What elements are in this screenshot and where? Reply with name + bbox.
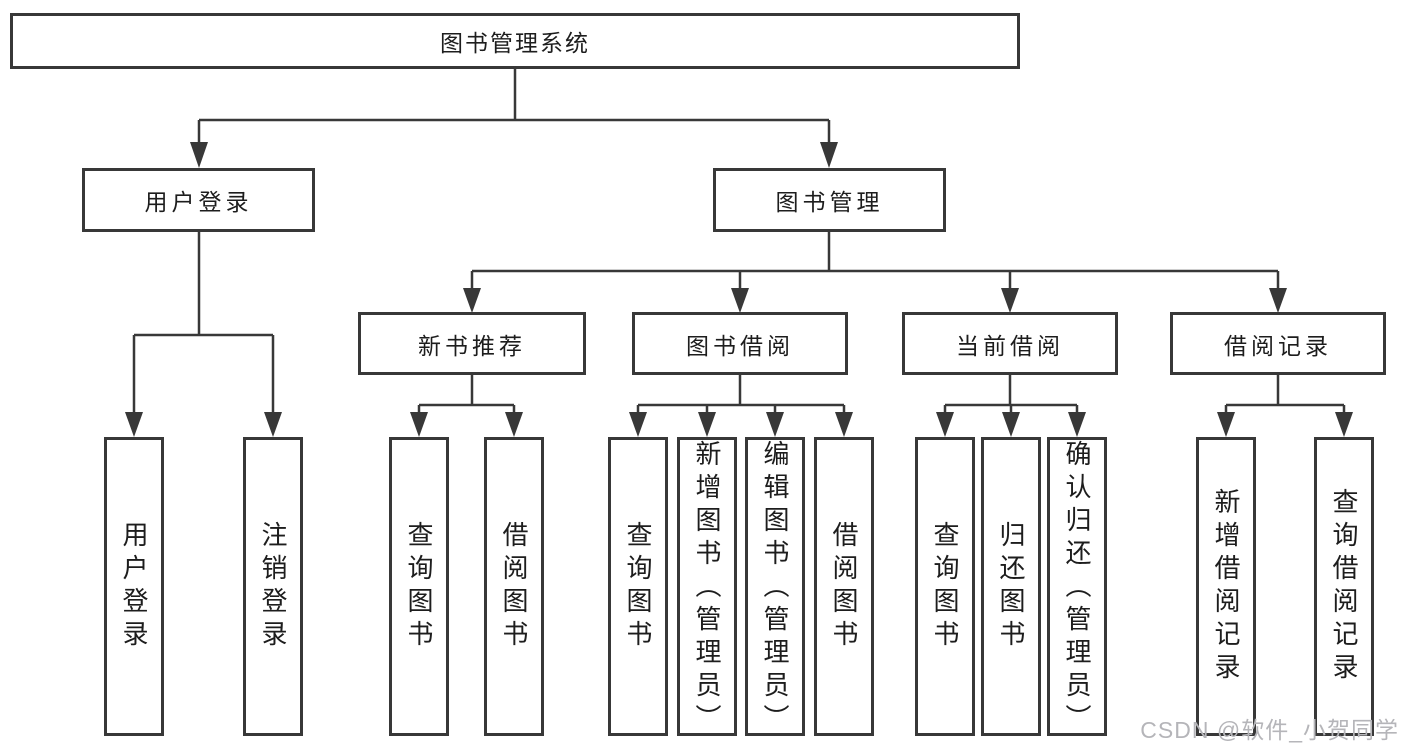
leaf-query-borrow-record: 查询借阅记录 [1314,437,1374,736]
leaf-label: 新增图书（管理员） [692,440,722,737]
node-new-book-recommend: 新书推荐 [358,312,586,375]
leaf-label: 确认归还（管理员） [1062,440,1092,737]
leaf-label: 查询借阅记录 [1329,487,1359,686]
node-label: 借阅记录 [1224,332,1332,359]
node-borrow-record: 借阅记录 [1170,312,1386,375]
leaf-user-login: 用户登录 [104,437,164,736]
leaf-add-books-admin: 新增图书（管理员） [677,437,737,737]
leaf-query-books: 查询图书 [389,437,449,736]
leaf-borrow-books: 借阅图书 [814,437,874,736]
leaf-confirm-return-admin: 确认归还（管理员） [1047,437,1107,737]
node-label: 用户登录 [144,189,253,215]
arrowhead-icons [125,142,1353,437]
leaf-label: 新增借阅记录 [1211,487,1241,686]
leaf-borrow-books: 借阅图书 [484,437,544,736]
node-current-borrow: 当前借阅 [902,312,1118,375]
node-label: 新书推荐 [418,332,526,359]
node-book-management-branch: 图书管理 [713,168,946,232]
leaf-label: 借阅图书 [499,520,529,653]
node-book-borrow: 图书借阅 [632,312,848,375]
node-label: 当前借阅 [956,332,1064,359]
leaf-label: 查询图书 [404,520,434,653]
leaf-query-books: 查询图书 [608,437,668,736]
leaf-logout: 注销登录 [243,437,303,736]
leaf-return-books: 归还图书 [981,437,1041,736]
node-label: 图书管理 [775,189,884,215]
leaf-edit-books-admin: 编辑图书（管理员） [745,437,805,737]
node-label: 图书管理系统 [440,30,590,56]
leaf-label: 注销登录 [258,520,288,653]
leaf-add-borrow-record: 新增借阅记录 [1196,437,1256,736]
leaf-query-books: 查询图书 [915,437,975,736]
node-user-login-branch: 用户登录 [82,168,315,232]
node-label: 图书借阅 [686,332,794,359]
leaf-label: 编辑图书（管理员） [760,440,790,737]
leaf-label: 归还图书 [996,520,1026,653]
leaf-label: 借阅图书 [829,520,859,653]
leaf-label: 用户登录 [119,520,149,653]
csdn-watermark: CSDN @软件_小贺同学 [1140,717,1399,743]
leaf-label: 查询图书 [623,520,653,653]
leaf-label: 查询图书 [930,520,960,653]
node-library-system: 图书管理系统 [10,13,1020,69]
